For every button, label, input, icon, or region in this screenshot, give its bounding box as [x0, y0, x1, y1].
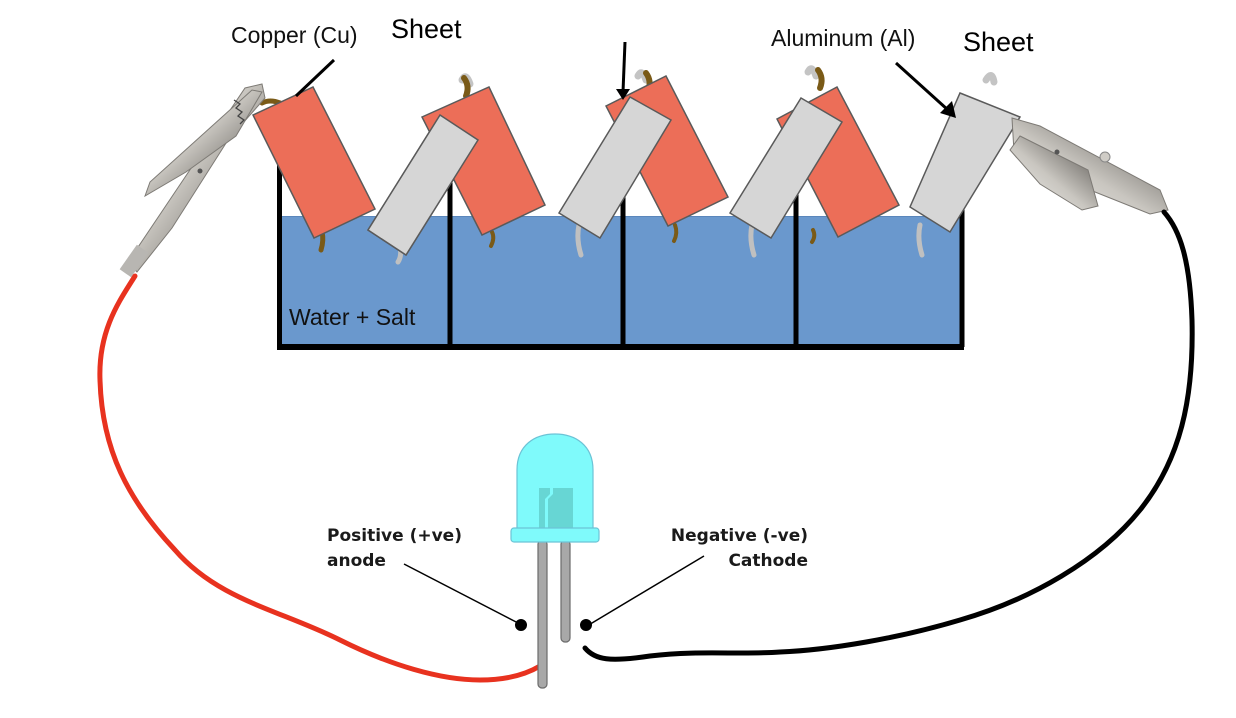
callout-lines	[294, 41, 956, 631]
cathode-pointer	[586, 555, 705, 627]
aluminum-lead-3	[748, 222, 757, 258]
copper-lead-4	[810, 228, 817, 244]
container-walls	[277, 155, 965, 350]
led-die	[539, 488, 573, 530]
copper-lead-3	[672, 223, 679, 243]
water-cell-4	[796, 216, 960, 344]
electrode-sheets	[251, 74, 1022, 257]
led	[510, 433, 600, 689]
aluminum-sheet-label: Sheet	[963, 27, 1034, 57]
led-flange	[510, 527, 600, 543]
black-negative-wire	[582, 209, 1195, 662]
copper-sheet-1	[251, 86, 377, 239]
copper-lead-2	[489, 230, 496, 248]
anode-pointer-dot	[515, 619, 527, 631]
middle-arrow-shaft	[621, 41, 627, 93]
water-cell-1	[282, 216, 450, 344]
led-anode-leg	[537, 539, 548, 689]
left-clip-sleeve	[119, 244, 149, 278]
led-dome	[516, 433, 594, 531]
middle-arrow-head	[616, 89, 630, 100]
copper-label: Copper (Cu)	[231, 22, 358, 48]
aluminum-sheet-4	[728, 96, 844, 240]
anode-label-line2: anode	[327, 551, 386, 571]
led-cathode-leg	[560, 539, 571, 643]
water-cell-2	[452, 216, 622, 344]
aluminum-pointer-head	[940, 101, 956, 118]
right-alligator-clip	[1009, 117, 1169, 215]
red-positive-wire	[97, 273, 543, 683]
aluminum-sheet-3	[557, 95, 673, 240]
copper-sheet-label: Sheet	[391, 14, 462, 44]
aluminum-lead-2	[575, 222, 584, 258]
cathode-label-line2: Cathode	[728, 551, 808, 571]
aluminum-label: Aluminum (Al)	[771, 25, 915, 51]
aluminum-sheet-5	[909, 92, 1022, 234]
aluminum-lead-4	[916, 222, 925, 258]
aluminum-sheet-2	[366, 113, 480, 257]
cathode-label-line1: Negative (-ve)	[671, 526, 808, 546]
anode-pointer	[403, 563, 521, 625]
anode-label-line1: Positive (+ve)	[327, 526, 462, 546]
electrolyte-label: Water + Salt	[289, 304, 416, 330]
left-alligator-clip	[119, 83, 266, 278]
copper-pointer	[294, 58, 336, 98]
water-cell-3	[624, 216, 794, 344]
aluminum-pointer-shaft	[894, 61, 950, 112]
cathode-pointer-dot	[580, 619, 592, 631]
